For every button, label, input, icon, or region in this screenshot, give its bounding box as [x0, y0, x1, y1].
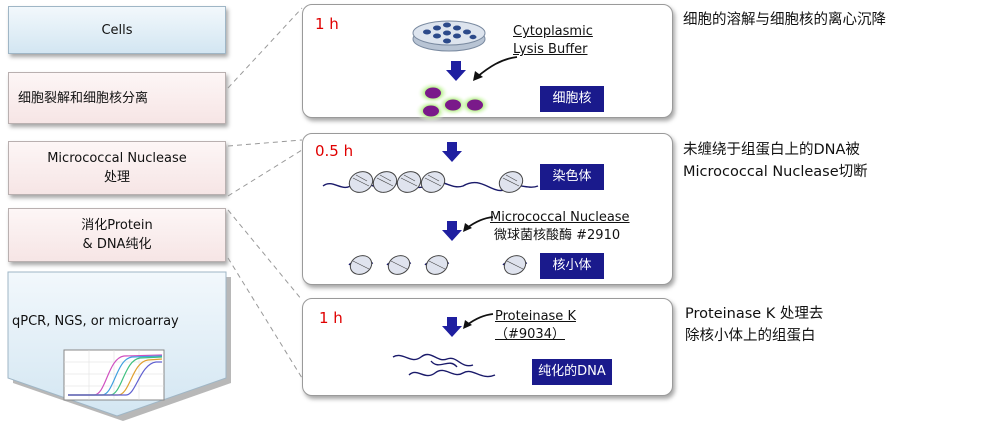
panel2-time: 0.5 h — [315, 142, 354, 160]
down-arrow-icon — [446, 61, 466, 81]
panel3-reagent-line1: Proteinase K — [495, 309, 576, 324]
panel-lysis: 1 h Cytoplasmic Lysis Buffer — [302, 4, 673, 122]
panel2-note-line2: Micrococcal Nuclease切断 — [683, 164, 868, 180]
panel1-note: 细胞的溶解与细胞核的离心沉降 — [683, 12, 886, 28]
panel2-label-chromatin: 染色体 — [540, 164, 604, 190]
cell-dish-icon — [412, 20, 486, 52]
panel1-time: 1 h — [315, 15, 339, 33]
step-protein-line2: & DNA纯化 — [82, 237, 152, 252]
step-protein-digest: 消化Protein & DNA纯化 — [8, 208, 226, 262]
panel1-reagent-line2: Lysis Buffer — [513, 42, 588, 57]
down-arrow-icon — [442, 221, 462, 241]
nucleosomes-icon — [348, 255, 528, 275]
step-final-label: qPCR, NGS, or microarray — [12, 314, 179, 329]
panel3-label-dna: 纯化的DNA — [532, 359, 612, 385]
step-lysis: 细胞裂解和细胞核分离 — [8, 72, 226, 124]
step-micrococcal: Micrococcal Nuclease 处理 — [8, 141, 226, 195]
down-arrow-icon — [442, 142, 462, 162]
panel2-note-line1: 未缠绕于组蛋白上的DNA被 — [683, 142, 860, 158]
panel3-reagent-line2: （#9034） — [495, 327, 565, 342]
nuclei-icon — [415, 82, 491, 122]
step-lysis-label: 细胞裂解和细胞核分离 — [18, 90, 149, 106]
purified-dna-icon — [392, 353, 496, 378]
step-protein-line1: 消化Protein — [81, 218, 153, 233]
step-micrococcal-line1: Micrococcal Nuclease — [47, 151, 187, 166]
chromatin-icon — [322, 171, 539, 193]
panel-proteinase: 1 h Proteinase K （#9034） 纯化的DNA — [302, 298, 673, 396]
reagent-pointer-icon — [463, 313, 494, 329]
panel3-time: 1 h — [319, 309, 343, 327]
down-arrow-icon — [442, 317, 462, 337]
panel2-reagent-line2: 微球菌核酸酶 #2910 — [494, 228, 621, 243]
step-cells: Cells — [8, 6, 226, 54]
reagent-pointer-icon — [473, 56, 518, 81]
step-micrococcal-line2: 处理 — [103, 170, 130, 185]
panel3-note-line1: Proteinase K 处理去 — [685, 306, 824, 322]
step-cells-label: Cells — [101, 22, 133, 38]
reagent-pointer-icon — [463, 216, 494, 232]
panel1-reagent-line1: Cytoplasmic — [513, 24, 593, 39]
panel3-note-line2: 除核小体上的组蛋白 — [685, 328, 816, 344]
panel1-label-nuclei: 细胞核 — [540, 86, 604, 112]
panel-micrococcal: 0.5 h 染色体 Micrococcal Nuclease 微球菌核酸酶 #2… — [302, 133, 673, 285]
panel2-label-nucleosome: 核小体 — [540, 253, 604, 279]
qpcr-curve-icon — [63, 349, 165, 401]
panel2-reagent-line1: Micrococcal Nuclease — [490, 210, 630, 225]
